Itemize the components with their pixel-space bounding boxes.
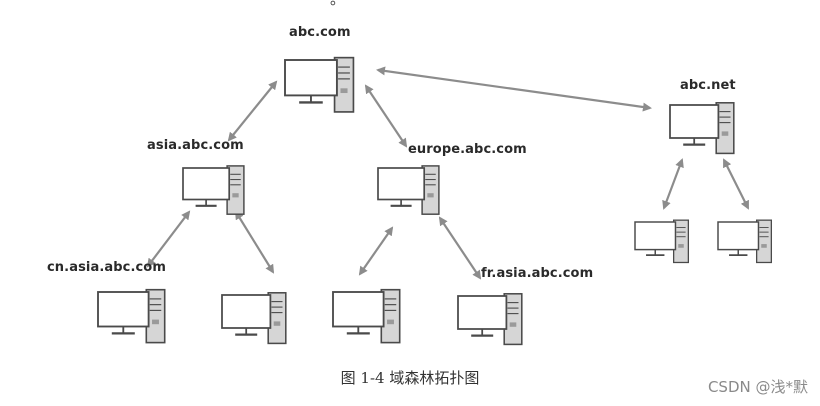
- arrow-abc-asia: [227, 80, 278, 142]
- figure-caption: 图 1-4 域森林拓扑图: [340, 369, 480, 387]
- computer-icon-europe-leaf: [331, 288, 401, 344]
- label-europe: europe.abc.com: [408, 142, 527, 157]
- watermark-text: CSDN @浅*默: [707, 378, 808, 396]
- computer-icon-asia: [181, 164, 245, 216]
- computer-icon-abc-com: [283, 56, 355, 114]
- arrow-asia-cn: [146, 210, 191, 268]
- computer-icon-cn-asia: [96, 288, 166, 344]
- label-asia: asia.abc.com: [147, 138, 244, 153]
- arrow-abc-europe: [364, 84, 408, 148]
- label-abc-com: abc.com: [289, 25, 351, 40]
- connection-arrows: [146, 66, 749, 280]
- label-abc-net: abc.net: [680, 78, 736, 93]
- computer-icon-abcnet-left: [634, 219, 690, 264]
- computer-icon-europe: [376, 164, 440, 216]
- arrow-europe-fr: [438, 216, 482, 280]
- arrow-abcnet-pc-right: [723, 158, 749, 210]
- computer-icon-asia-leaf: [220, 291, 287, 345]
- arrow-abcnet-pc-left: [662, 158, 684, 210]
- label-fr-asia: fr.asia.abc.com: [481, 266, 594, 281]
- computer-icon-fr-asia: [456, 292, 523, 346]
- arrow-asia-pc: [234, 210, 275, 274]
- arrow-abc-abcnet: [376, 66, 652, 112]
- computer-icon-abcnet-right: [717, 219, 773, 264]
- top-text-fragment: 。: [330, 0, 345, 9]
- arrow-europe-pc: [358, 226, 394, 276]
- label-cn-asia: cn.asia.abc.com: [47, 260, 166, 275]
- computer-icon-abc-net: [668, 101, 735, 155]
